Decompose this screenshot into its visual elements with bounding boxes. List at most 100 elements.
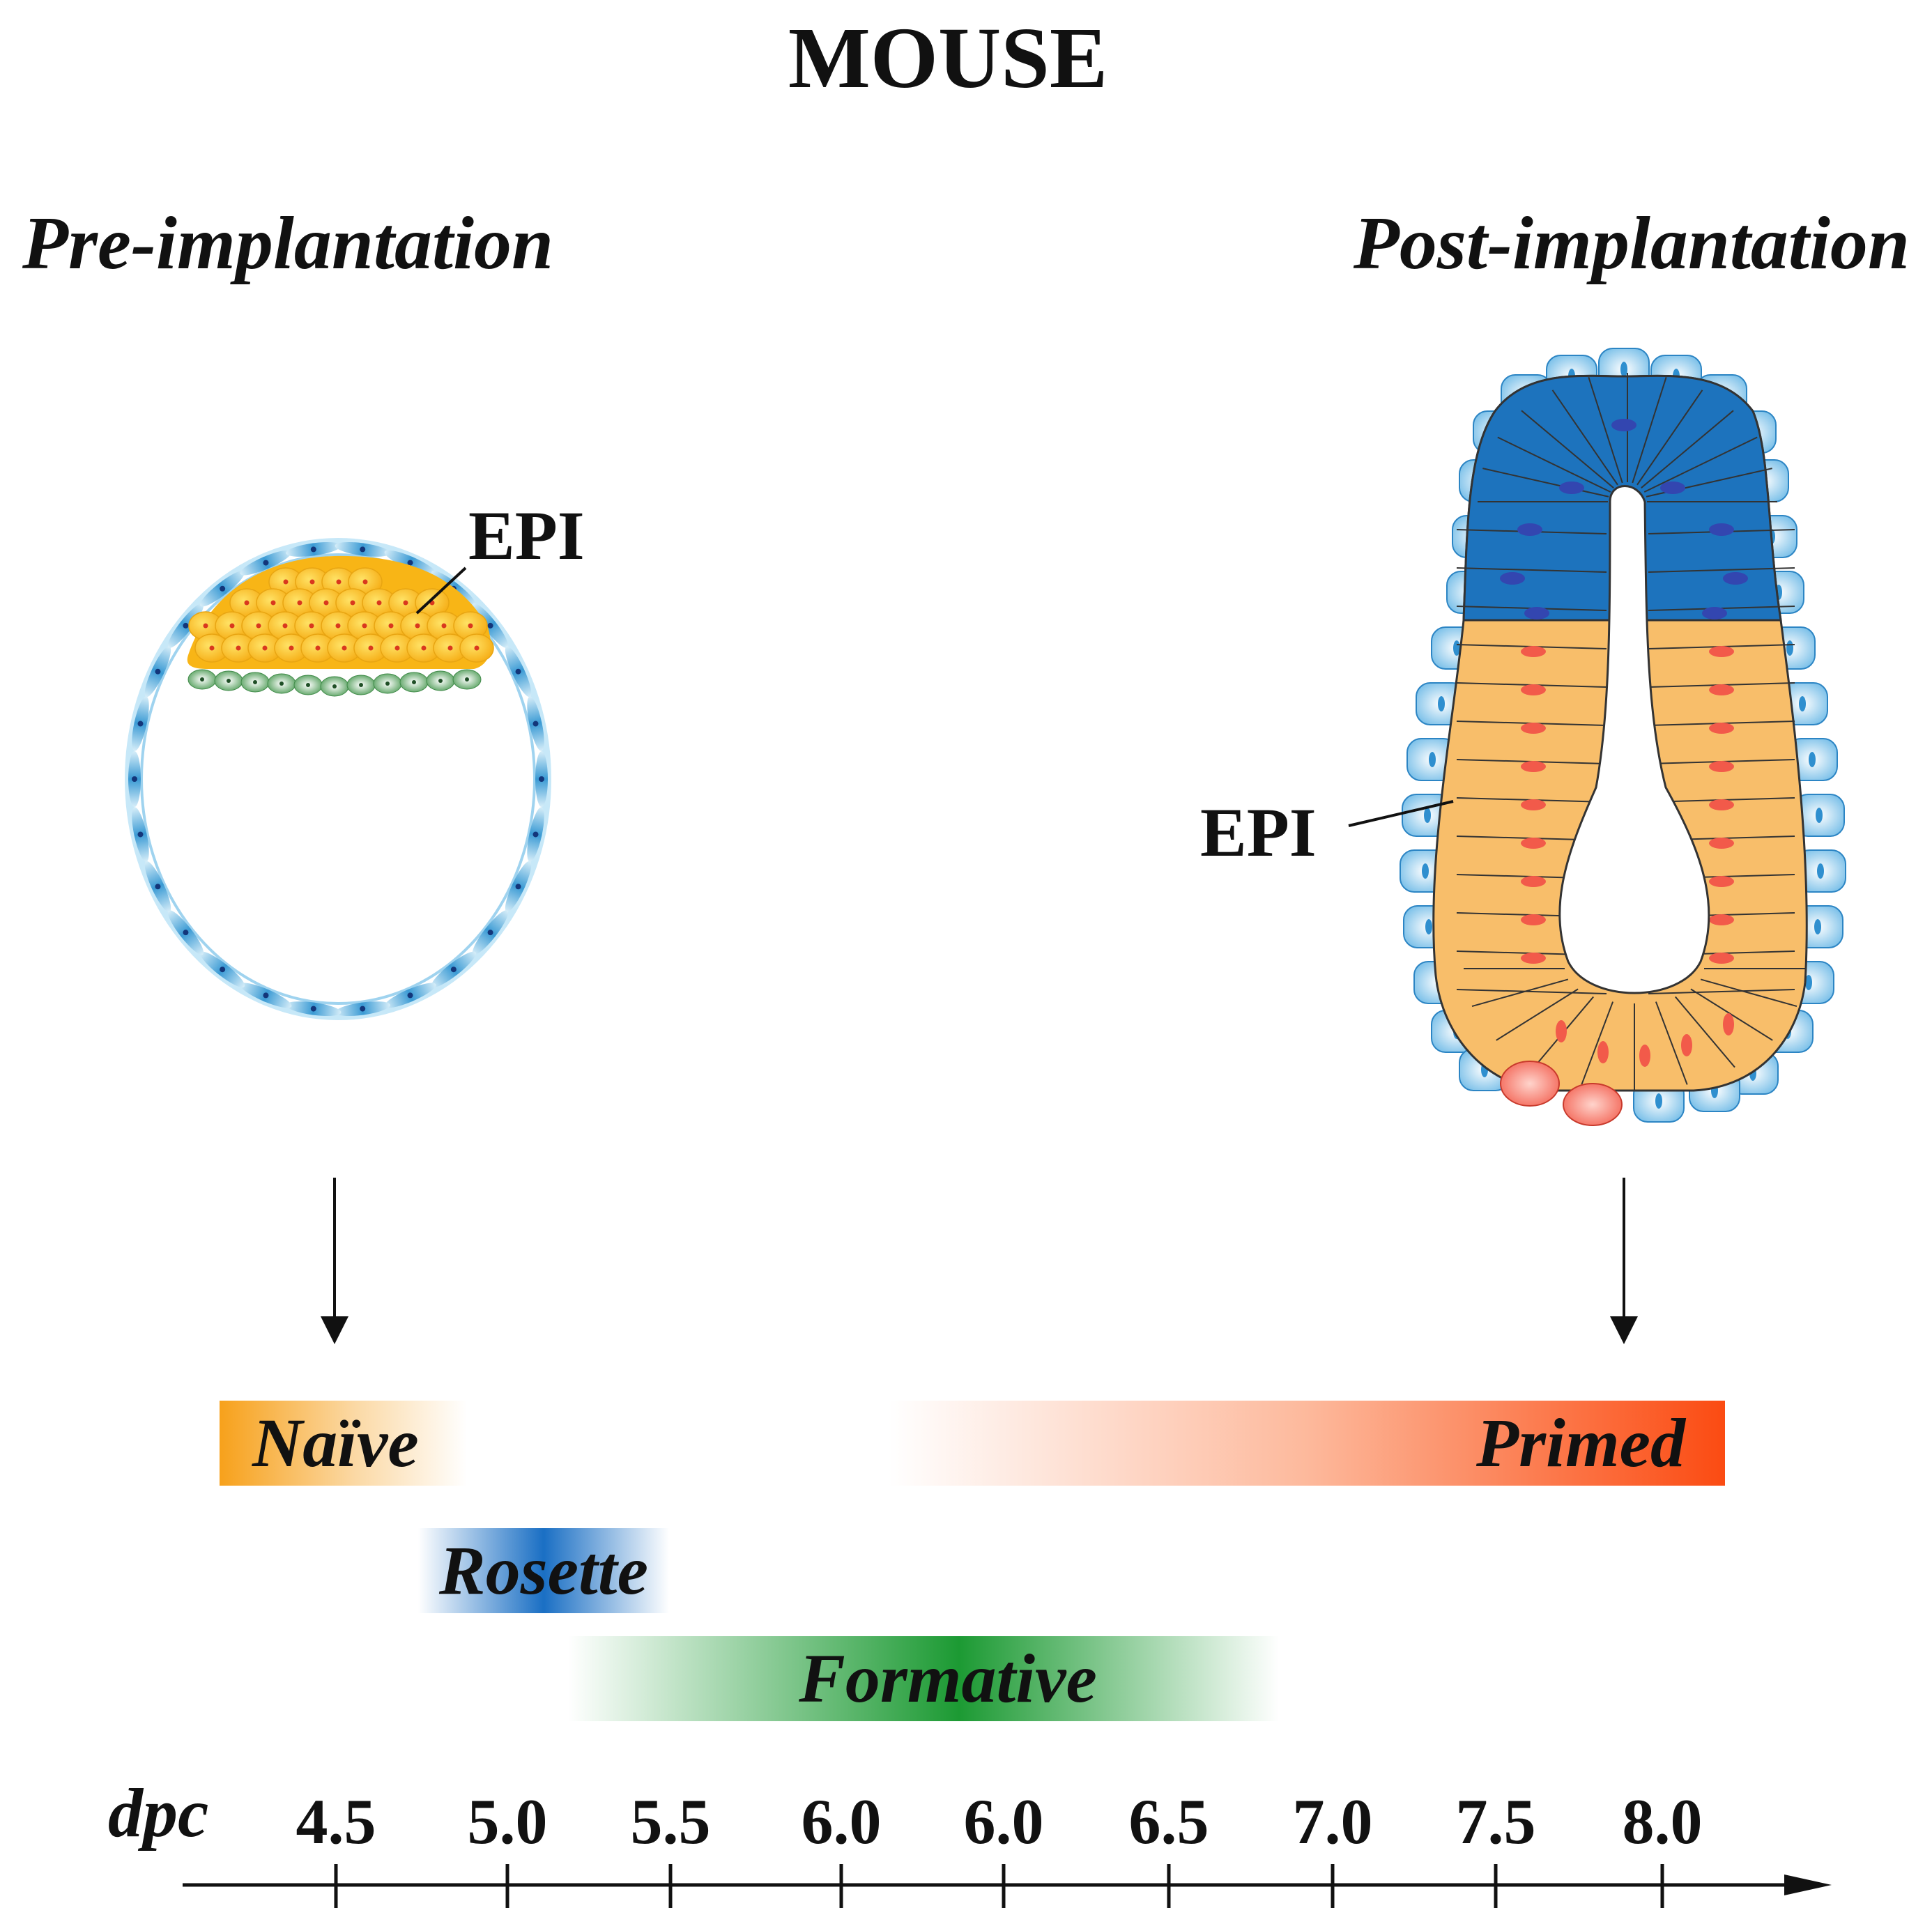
trophectoderm-cells (128, 541, 548, 1017)
formative-label: Formative (798, 1640, 1097, 1717)
cell-nucleus (450, 967, 457, 973)
cell-nucleus (1814, 919, 1821, 934)
cell-nucleus (323, 600, 329, 606)
cell-nucleus (515, 668, 521, 675)
cell-nucleus (244, 600, 250, 606)
cell-nucleus (220, 585, 226, 592)
cell-nucleus (1816, 808, 1823, 823)
blastocyst-illustration (125, 538, 551, 1020)
cell-nucleus (407, 560, 413, 566)
cell-nucleus (388, 623, 394, 629)
cell-nucleus (487, 622, 493, 629)
rosette-label: Rosette (438, 1532, 648, 1609)
cell-nucleus (283, 579, 289, 585)
axis-arrowhead (1784, 1874, 1832, 1895)
rosette-bar (418, 1528, 669, 1613)
cell-nucleus (315, 645, 321, 651)
epi-label-left: EPI (468, 497, 585, 574)
cell-nucleus (270, 600, 276, 606)
cell-nucleus (203, 623, 208, 629)
cell-nucleus (282, 623, 288, 629)
cell-nucleus (362, 579, 368, 585)
cell-nucleus (236, 645, 241, 651)
axis-tick-label: 8.0 (1623, 1786, 1703, 1857)
axis-tick-label: 6.0 (802, 1786, 882, 1857)
cell-nucleus (474, 645, 480, 651)
cell-nucleus (1817, 863, 1824, 879)
axis-tick-label: 7.5 (1456, 1786, 1536, 1857)
cell-nucleus (368, 645, 374, 651)
cell-nucleus (350, 600, 355, 606)
primed-bar (889, 1401, 1725, 1486)
cell-nucleus (438, 679, 443, 683)
proamniotic-cavity (1558, 485, 1710, 994)
cell-nucleus (1422, 863, 1429, 879)
cell-nucleus (332, 684, 337, 688)
cell-nucleus (336, 579, 342, 585)
cell-nucleus (362, 623, 367, 629)
cell-nucleus (183, 930, 189, 936)
cell-nucleus (183, 622, 189, 629)
cell-nucleus (253, 680, 257, 684)
epiblast-nuclei (1500, 419, 1748, 1067)
cell-nucleus (1805, 975, 1812, 990)
cell-nucleus (155, 884, 161, 890)
cell-nucleus (262, 645, 268, 651)
cell-nucleus (447, 645, 453, 651)
naive-label: Naïve (252, 1404, 419, 1481)
axis-tick-label: 5.0 (468, 1786, 548, 1857)
cell-nucleus (279, 682, 284, 686)
epiblast-cells (188, 567, 494, 663)
cell-nucleus (137, 831, 144, 838)
cell-nucleus (220, 967, 226, 973)
cell-nucleus (385, 682, 390, 686)
cell-nucleus (137, 721, 144, 727)
formative-bar (568, 1636, 1279, 1721)
cell-nucleus (465, 677, 469, 682)
cell-nucleus (360, 546, 366, 553)
cell-nucleus (132, 776, 137, 782)
cell-nucleus (539, 776, 544, 782)
stage-label-post: Post-implantation (1353, 202, 1910, 285)
cell-nucleus (394, 645, 400, 651)
cell-nucleus (155, 668, 161, 675)
page-title: MOUSE (788, 10, 1107, 107)
cell-nucleus (1655, 1093, 1662, 1109)
epi-label-right: EPI (1200, 794, 1317, 871)
cell-nucleus (359, 683, 363, 687)
cell-nucleus (532, 721, 539, 727)
cell-nucleus (289, 645, 294, 651)
axis-label: dpc (108, 1774, 208, 1851)
cell-nucleus (532, 831, 539, 838)
cell-nucleus (360, 1006, 366, 1012)
cell-nucleus (421, 645, 427, 651)
axis-tick-label: 5.5 (631, 1786, 711, 1857)
cell-nucleus (407, 992, 413, 999)
cell-nucleus (229, 623, 235, 629)
cell-nucleus (1438, 696, 1445, 711)
cell-nucleus (227, 679, 231, 683)
cell-nucleus (376, 600, 382, 606)
cell-nucleus (1799, 696, 1806, 711)
naive-bar (220, 1401, 467, 1486)
cell-nucleus (335, 623, 341, 629)
cell-nucleus (263, 560, 269, 566)
cell-nucleus (309, 579, 315, 585)
cell-nucleus (403, 600, 408, 606)
cell-nucleus (209, 645, 215, 651)
stage-label-pre: Pre-implantation (22, 202, 553, 285)
cell-nucleus (515, 884, 521, 890)
cell-nucleus (310, 1006, 316, 1012)
cell-nucleus (309, 623, 314, 629)
cell-nucleus (256, 623, 261, 629)
cell-nucleus (412, 680, 416, 684)
axis-tick-label: 7.0 (1293, 1786, 1373, 1857)
cell-nucleus (200, 677, 204, 682)
axis-tick-label: 6.0 (964, 1786, 1044, 1857)
primitive-endoderm-cells (187, 669, 482, 697)
egg-cylinder-illustration (1348, 348, 1846, 1126)
cell-nucleus (306, 683, 310, 687)
cell-nucleus (1620, 362, 1627, 377)
